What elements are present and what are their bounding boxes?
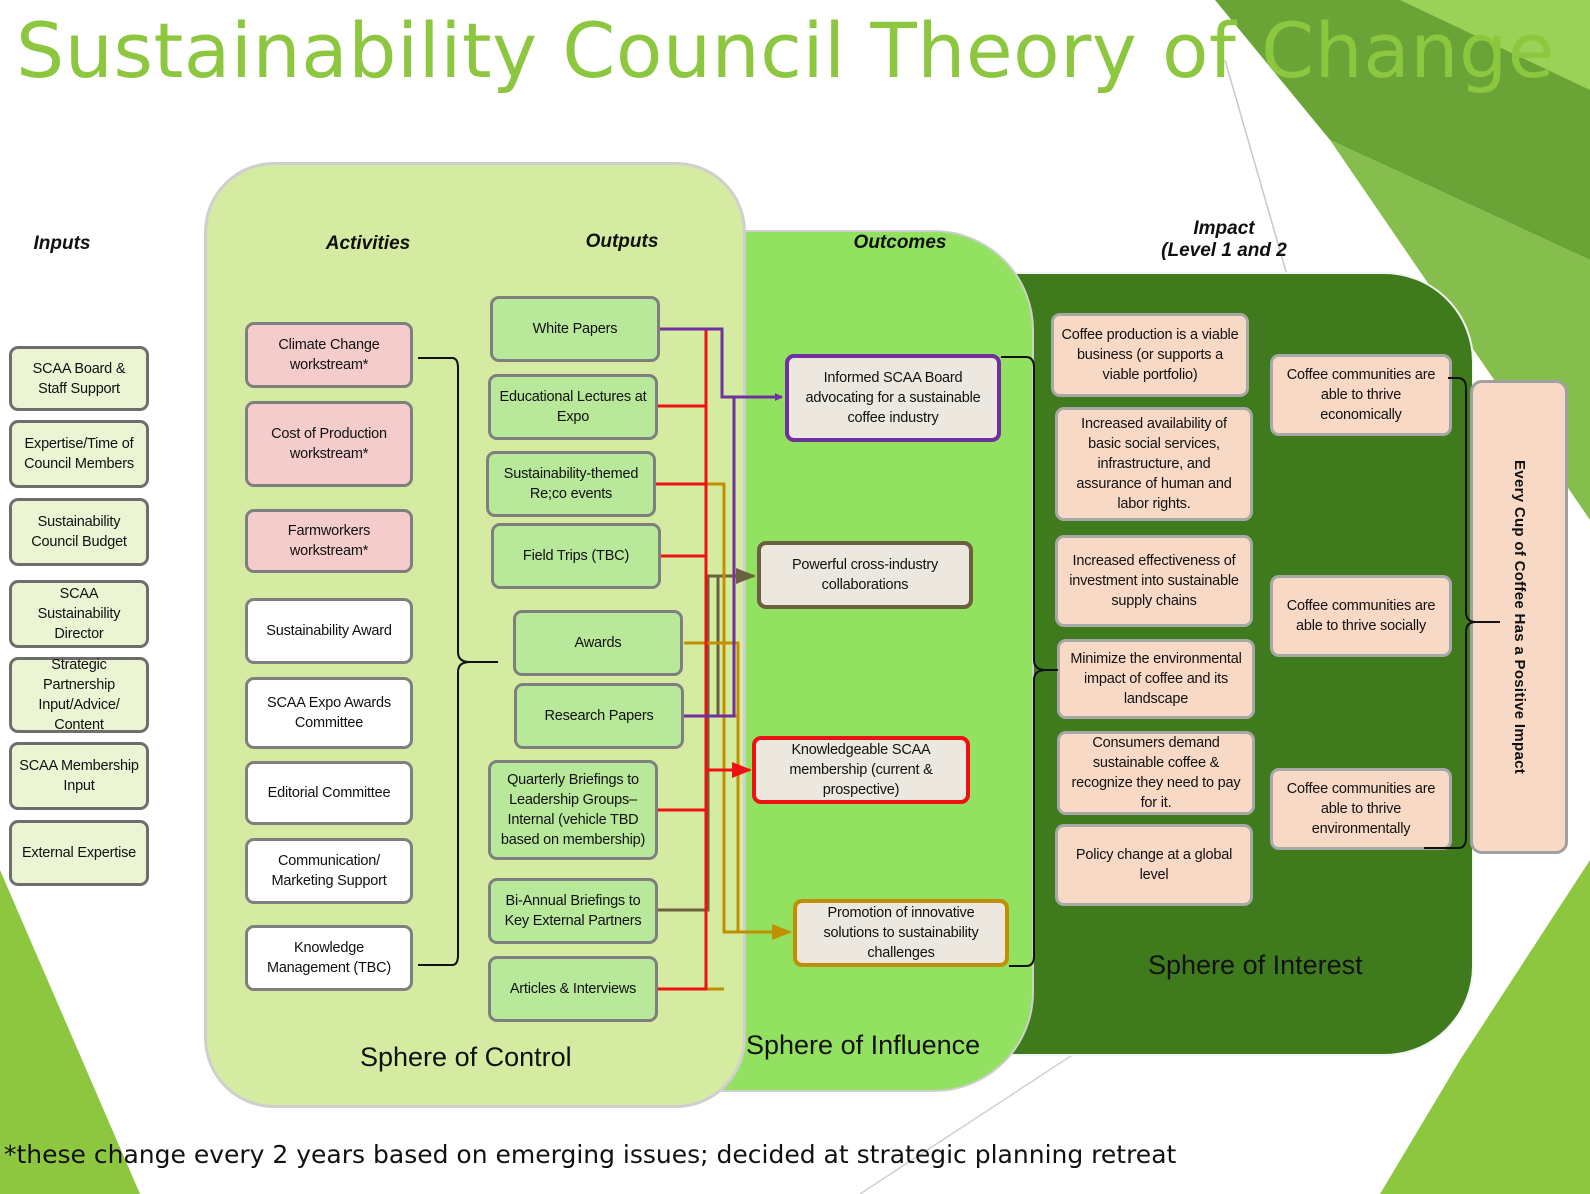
- header-outputs: Outputs: [585, 231, 659, 252]
- outcome-box: Promotion of innovative solutions to sus…: [793, 899, 1009, 967]
- input-box: Expertise/Time of Council Members: [9, 420, 149, 488]
- deco-green-shape-bottom: [1380, 860, 1590, 1194]
- outcome-box: Powerful cross-industry collaborations: [757, 541, 973, 609]
- arrow-olive-branch: [684, 574, 720, 718]
- impact-box: Minimize the environmental impact of cof…: [1057, 639, 1255, 719]
- deco-line: [859, 1049, 1081, 1194]
- header-impact-line2: (Level 1 and 2: [1161, 240, 1287, 261]
- final-impact-box: Every Cup of Coffee Has a Positive Impac…: [1470, 380, 1568, 854]
- impact-box: Consumers demand sustainable coffee & re…: [1057, 731, 1255, 815]
- activity-box: Climate Change workstream*: [245, 322, 413, 388]
- output-box: Research Papers: [514, 683, 684, 749]
- header-activities: Activities: [325, 233, 411, 254]
- impact-box: Increased effectiveness of investment in…: [1055, 535, 1253, 627]
- arrow-purple-branch: [684, 397, 736, 718]
- output-box: Awards: [513, 610, 683, 676]
- deco-green-shape-left: [0, 870, 140, 1194]
- impact-box: Coffee production is a viable business (…: [1051, 313, 1249, 397]
- impact-level2-brace: [1424, 377, 1500, 849]
- output-box: Articles & Interviews: [488, 956, 658, 1022]
- activity-box: Knowledge Management (TBC): [245, 925, 413, 991]
- arrow-purple: [660, 327, 783, 401]
- arrow-red-trunk: [658, 327, 708, 991]
- activity-box: Editorial Committee: [245, 761, 413, 825]
- impact-level2-box: Coffee communities are able to thrive so…: [1270, 575, 1452, 657]
- header-outcomes: Outcomes: [853, 232, 947, 253]
- deco-green-shape-top: [1215, 0, 1590, 260]
- output-box: White Papers: [490, 296, 660, 362]
- header-impact: Impact (Level 1 and 2: [1161, 218, 1287, 262]
- impact-box: Policy change at a global level: [1055, 824, 1253, 906]
- activity-box: Communication/ Marketing Support: [245, 838, 413, 904]
- sphere-control-label: Sphere of Control: [360, 1042, 572, 1072]
- activity-box: Farmworkers workstream*: [245, 509, 413, 573]
- deco-light-shape: [1400, 0, 1590, 90]
- input-box: SCAA Membership Input: [9, 742, 149, 810]
- arrow-olive: [658, 568, 756, 912]
- outcomes-brace: [1001, 356, 1058, 967]
- header-impact-line1: Impact: [1193, 218, 1255, 239]
- arrow-gold: [656, 482, 792, 940]
- activity-box: Sustainability Award: [245, 598, 413, 664]
- input-box: SCAA Sustainability Director: [9, 580, 149, 648]
- input-box: Strategic Partnership Input/Advice/ Cont…: [9, 657, 149, 733]
- sphere-interest-label: Sphere of Interest: [1148, 950, 1363, 980]
- output-box: Field Trips (TBC): [491, 523, 661, 589]
- arrow-gold-branch: [684, 641, 740, 932]
- input-box: SCAA Board & Staff Support: [9, 346, 149, 411]
- input-box: External Expertise: [9, 820, 149, 886]
- output-box: Sustainability-themed Re;co events: [486, 451, 656, 517]
- impact-level2-box: Coffee communities are able to thrive ec…: [1270, 354, 1452, 436]
- activities-brace: [418, 357, 498, 966]
- input-box: Sustainability Council Budget: [9, 498, 149, 566]
- activity-box: SCAA Expo Awards Committee: [245, 677, 413, 749]
- sphere-influence-label: Sphere of Influence: [746, 1030, 981, 1060]
- activity-box: Cost of Production workstream*: [245, 401, 413, 487]
- impact-level2-box: Coffee communities are able to thrive en…: [1270, 768, 1452, 850]
- impact-box: Increased availability of basic social s…: [1055, 407, 1253, 521]
- footnote: *these change every 2 years based on eme…: [4, 1140, 1177, 1169]
- outcome-box: Knowledgeable SCAA membership (current &…: [752, 736, 970, 804]
- outcome-box: Informed SCAA Board advocating for a sus…: [785, 354, 1001, 442]
- final-impact-label: Every Cup of Coffee Has a Positive Impac…: [1511, 459, 1528, 775]
- output-box: Quarterly Briefings to Leadership Groups…: [488, 760, 658, 860]
- page-title: Sustainability Council Theory of Change: [16, 6, 1555, 95]
- header-inputs: Inputs: [33, 233, 91, 254]
- output-box: Bi-Annual Briefings to Key External Part…: [488, 878, 658, 944]
- output-box: Educational Lectures at Expo: [488, 374, 658, 440]
